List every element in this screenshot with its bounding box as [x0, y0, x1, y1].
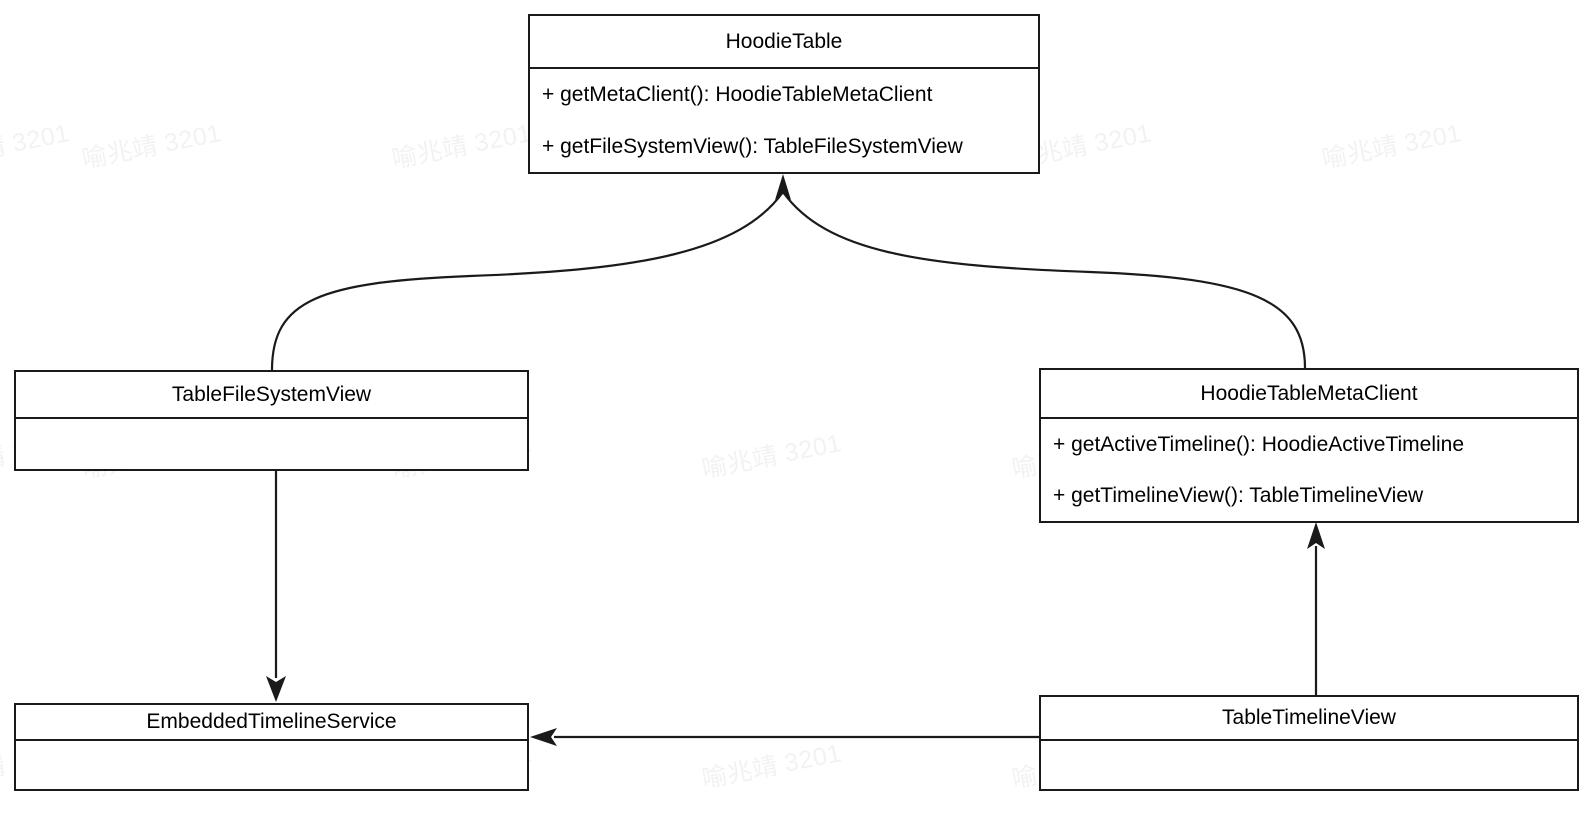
- arrowhead-into-embeddedtimelineservice-top: [266, 676, 286, 702]
- class-box-tabletimelineview[interactable]: TableTimelineView: [1039, 695, 1579, 791]
- watermark-text: 喻兆靖 3201: [699, 429, 845, 484]
- class-name-tablefilesystemview: TableFileSystemView: [16, 372, 527, 419]
- watermark-text: 喻兆靖 3201: [1319, 119, 1465, 174]
- class-members-tabletimelineview: [1041, 741, 1577, 789]
- arrowhead-into-hoodietablemetaclient-bottom: [1307, 522, 1325, 549]
- class-box-hoodietable[interactable]: HoodieTable + getMetaClient(): HoodieTab…: [528, 14, 1040, 174]
- arrowhead-into-hoodietable: [775, 174, 791, 200]
- class-members-hoodietable: + getMetaClient(): HoodieTableMetaClient…: [530, 69, 1038, 172]
- class-member: + getMetaClient(): HoodieTableMetaClient: [542, 83, 933, 107]
- class-box-tablefilesystemview[interactable]: TableFileSystemView: [14, 370, 529, 471]
- class-name-embeddedtimelineservice: EmbeddedTimelineService: [16, 705, 527, 741]
- class-box-embeddedtimelineservice[interactable]: EmbeddedTimelineService: [14, 703, 529, 791]
- watermark-text: 喻兆靖 3201: [389, 119, 535, 174]
- class-name-hoodietable: HoodieTable: [530, 16, 1038, 69]
- class-member: + getFileSystemView(): TableFileSystemVi…: [542, 134, 963, 158]
- class-members-hoodietablemetaclient: + getActiveTimeline(): HoodieActiveTimel…: [1041, 419, 1577, 521]
- class-member: + getTimelineView(): TableTimelineView: [1053, 483, 1424, 507]
- class-members-embeddedtimelineservice: [16, 741, 527, 789]
- class-members-tablefilesystemview: [16, 419, 527, 469]
- class-name-tabletimelineview: TableTimelineView: [1041, 697, 1577, 741]
- class-box-hoodietablemetaclient[interactable]: HoodieTableMetaClient + getActiveTimelin…: [1039, 368, 1579, 523]
- watermark-text: 喻兆靖 3201: [0, 119, 73, 174]
- watermark-text: 喻兆靖 3201: [79, 119, 225, 174]
- relation-hoodietablemetaclient-to-hoodietable: [782, 191, 1307, 369]
- class-member: + getActiveTimeline(): HoodieActiveTimel…: [1053, 432, 1465, 456]
- arrowhead-into-embeddedtimelineservice-right: [530, 728, 557, 746]
- watermark-text: 喻兆靖 3201: [699, 739, 845, 794]
- relation-tablefilesystemview-to-hoodietable: [270, 191, 784, 371]
- class-name-hoodietablemetaclient: HoodieTableMetaClient: [1041, 370, 1577, 419]
